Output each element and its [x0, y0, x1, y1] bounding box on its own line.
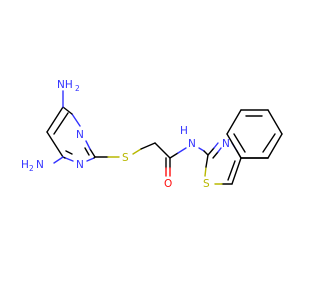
structure-diagram: NH 2 H 2 N N N S O N H N S [21, 79, 283, 190]
bond-c5-c6 [46, 131, 64, 158]
amide-n-label: N [188, 138, 196, 150]
pyrimidine-n-bottom: N [76, 159, 84, 171]
bond-tz-c2-n3 [207, 147, 215, 156]
amine-left-subscript: 2 [29, 164, 34, 173]
carbonyl-o-label: O [164, 178, 172, 190]
bond-c2-n3 [89, 148, 96, 158]
bond-n1-c2 [86, 157, 95, 162]
linker-chain [94, 142, 209, 177]
amine-top-subscript: 2 [75, 84, 80, 93]
bond-tz-s1-c2 [204, 166, 207, 177]
phenyl-ring [226, 109, 283, 159]
bond-nh-thiazole [198, 147, 205, 152]
amine-top-label: NH [57, 79, 73, 91]
pyrimidine-ring [46, 90, 96, 164]
bond-c6-nh2 [53, 156, 64, 164]
thiazole-n-label: N [222, 138, 230, 150]
molecule-canvas: NH 2 H 2 N N N S O N H N S [21, 79, 283, 190]
amine-left-n-label: N [36, 159, 44, 171]
thiazole-s-label: S [203, 178, 210, 190]
bond-ch2-co [154, 142, 171, 159]
bond-n3-c4 [71, 113, 81, 127]
pyrimidine-n-top: N [76, 129, 84, 141]
bond-c4-c5 [46, 106, 64, 133]
bond-c-nh [169, 152, 179, 159]
bond-tz-c4-c5 [231, 157, 242, 185]
atom-labels: NH 2 H 2 N N N S O N H N S [21, 79, 230, 190]
amine-left-h-label: H [21, 159, 29, 171]
bond-s-ch2 [132, 148, 142, 155]
bond-c4-c5-inner [53, 112, 69, 135]
thioether-s-label: S [122, 152, 129, 164]
amide-h-label: H [180, 125, 188, 137]
